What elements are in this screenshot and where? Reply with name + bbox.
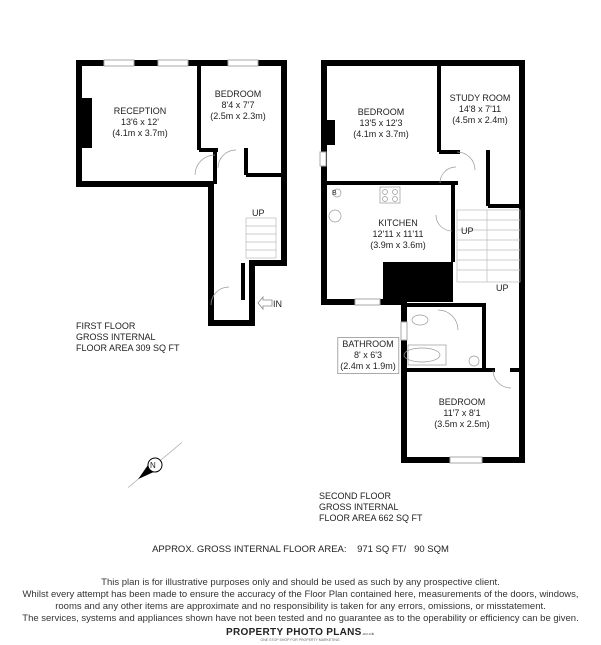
- room-name: BEDROOM: [214, 89, 262, 99]
- logo-text: PROPERTY PHOTO PLANS: [226, 627, 362, 638]
- room-name: KITCHEN: [378, 218, 418, 228]
- first-floor-outer-walls: [76, 60, 287, 326]
- room-size-metric: (2.4m x 1.9m): [340, 361, 396, 371]
- entrance-label: IN: [273, 299, 282, 309]
- floor-area-value: FLOOR AREA 662 SQ FT: [319, 513, 423, 523]
- disclaimer-line: Whilst every attempt has been made to en…: [22, 589, 579, 600]
- chimney-breast: [82, 98, 92, 148]
- fixtures: [328, 186, 480, 367]
- compass-label: N: [150, 461, 156, 470]
- room-bedroom-first-floor: BEDROOM 8'4 x 7'7 (2.5m x 2.3m): [210, 89, 266, 122]
- stair-up-label: UP: [496, 283, 509, 293]
- disclaimer: This plan is for illustrative purposes o…: [0, 577, 601, 625]
- logo: PROPERTY PHOTO PLANS.co.uk ONE STOP SHOP…: [226, 627, 374, 642]
- room-size-metric: (3.5m x 2.5m): [434, 419, 490, 429]
- logo-tagline: ONE STOP SHOP FOR PROPERTY MARKETING: [260, 638, 340, 642]
- second-floor-outer-walls: [321, 60, 525, 463]
- stair-up-label: UP: [252, 208, 265, 218]
- room-size-imperial: 11'7 x 8'1: [443, 408, 481, 418]
- room-bathroom: BATHROOM 8' x 6'3 (2.4m x 1.9m): [337, 337, 399, 374]
- entrance-arrow-icon: [257, 295, 273, 311]
- room-size-imperial: 8'4 x 7'7: [221, 100, 255, 110]
- room-size-metric: (3.9m x 3.6m): [370, 240, 426, 250]
- room-size-imperial: 8' x 6'3: [354, 350, 382, 360]
- room-size-imperial: 14'8 x 7'11: [458, 104, 502, 114]
- boiler-label: B: [332, 190, 337, 197]
- floor-name: FIRST FLOOR: [76, 321, 136, 331]
- disclaimer-line: The services, systems and appliances sho…: [22, 613, 579, 624]
- room-reception: RECEPTION 13'6 x 12' (4.1m x 3.7m): [112, 106, 168, 139]
- room-size-imperial: 13'6 x 12': [121, 117, 159, 127]
- room-name: RECEPTION: [113, 106, 167, 116]
- room-size-metric: (4.1m x 3.7m): [112, 128, 168, 138]
- room-study: STUDY ROOM 14'8 x 7'11 (4.5m x 2.4m): [450, 93, 511, 126]
- first-floor-area: FIRST FLOOR GROSS INTERNAL FLOOR AREA 30…: [76, 321, 180, 354]
- room-name: BEDROOM: [438, 397, 486, 407]
- logo-suffix: .co.uk: [361, 631, 375, 636]
- room-name: BATHROOM: [342, 339, 394, 349]
- disclaimer-line: rooms and any other items are approximat…: [55, 601, 546, 612]
- floor-area-label: GROSS INTERNAL: [76, 332, 156, 342]
- floor-name: SECOND FLOOR: [319, 491, 392, 501]
- room-size-imperial: 12'11 x 11'11: [372, 229, 424, 239]
- disclaimer-line: This plan is for illustrative purposes o…: [101, 577, 500, 588]
- stair-up-label: UP: [461, 226, 474, 236]
- floor-area-label: GROSS INTERNAL: [319, 502, 399, 512]
- room-kitchen: KITCHEN 12'11 x 11'11 (3.9m x 3.6m): [370, 218, 426, 251]
- interior-walls: [197, 63, 522, 372]
- floor-area-value: FLOOR AREA 309 SQ FT: [76, 343, 180, 353]
- total-floor-area: APPROX. GROSS INTERNAL FLOOR AREA: 971 S…: [152, 544, 449, 555]
- compass-icon: [127, 442, 183, 488]
- room-bedroom-rear: BEDROOM 11'7 x 8'1 (3.5m x 2.5m): [434, 397, 490, 430]
- room-name: BEDROOM: [357, 107, 405, 117]
- doors: [194, 149, 512, 389]
- room-size-metric: (2.5m x 2.3m): [210, 111, 266, 121]
- chimney-breast: [327, 120, 335, 145]
- room-bedroom-large: BEDROOM 13'5 x 12'3 (4.1m x 3.7m): [353, 107, 409, 140]
- solid-block: [383, 262, 453, 302]
- windows: [103, 59, 483, 464]
- room-size-imperial: 13'5 x 12'3: [359, 118, 403, 128]
- staircases: [245, 209, 521, 283]
- room-name: STUDY ROOM: [449, 93, 511, 103]
- room-size-metric: (4.1m x 3.7m): [353, 129, 409, 139]
- second-floor-area: SECOND FLOOR GROSS INTERNAL FLOOR AREA 6…: [319, 491, 423, 524]
- room-size-metric: (4.5m x 2.4m): [452, 115, 508, 125]
